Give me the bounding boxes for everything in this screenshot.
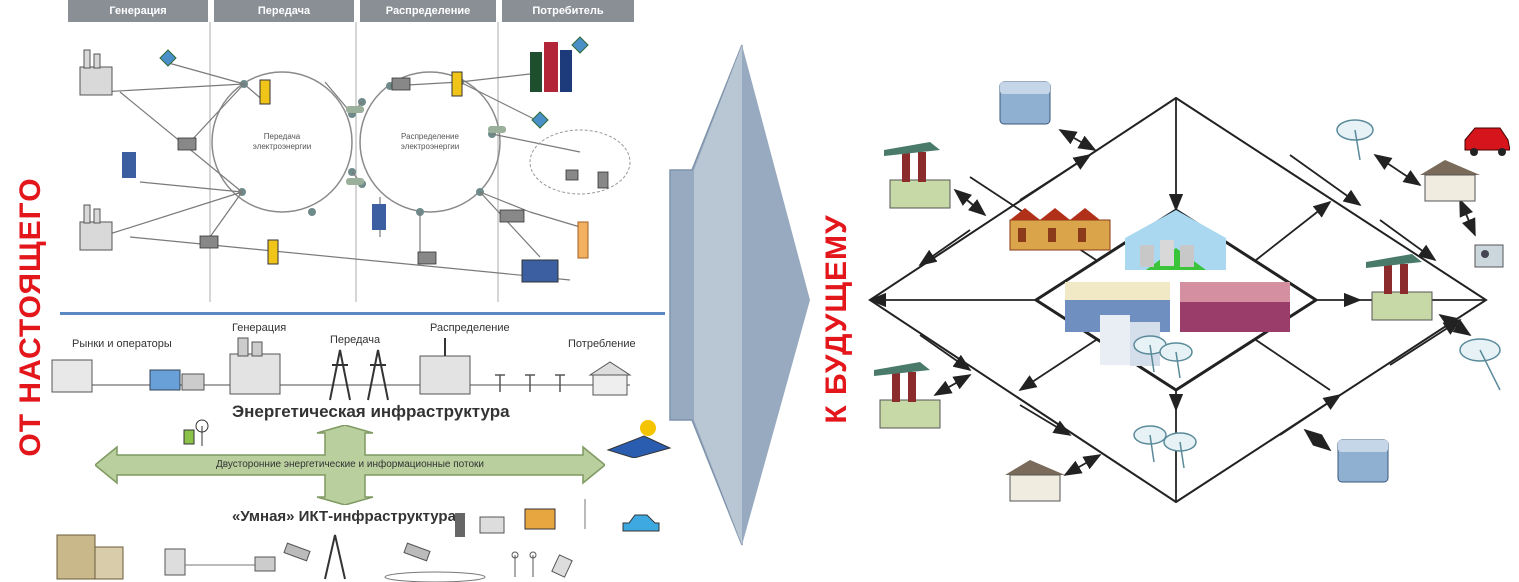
present-title: ОТ НАСТОЯЩЕГО: [14, 177, 47, 457]
house-icons: [1005, 160, 1480, 502]
center-images: [1065, 210, 1290, 366]
two-way-flow-label: Двусторонние энергетические и информацио…: [216, 459, 484, 470]
wind-turbine-icon: [183, 419, 209, 446]
label-consumption: Потребление: [568, 338, 636, 350]
energy-infrastructure-row: [51, 337, 632, 401]
ring-transmission-label-2: электроэнергии: [253, 142, 311, 151]
label-transmission: Передача: [330, 334, 381, 346]
two-way-flow-arrow: [95, 425, 605, 505]
tab-generation: Генерация: [68, 0, 208, 22]
city-buildings-icon: [1009, 208, 1111, 251]
label-generation: Генерация: [232, 322, 287, 334]
electric-car-icon: [1464, 127, 1510, 156]
label-distribution: Распределение: [430, 322, 510, 334]
tab-consumer: Потребитель: [502, 0, 634, 22]
ict-caption: «Умная» ИКТ-инфраструктура: [232, 508, 456, 525]
energy-infrastructure-caption: Энергетическая инфраструктура: [232, 402, 510, 421]
future-title: К БУДУЩЕМУ: [820, 214, 853, 424]
smart-grid-diagram: [868, 81, 1510, 504]
transition-arrow: [669, 44, 810, 546]
solar-panel-icon: [606, 420, 672, 458]
ring-distribution-label: Распределение: [401, 132, 459, 141]
section-divider: [60, 312, 665, 315]
meter-icon: [1474, 244, 1504, 268]
wind-turbine-icons: [1133, 119, 1501, 469]
tab-distribution: Распределение: [360, 0, 496, 22]
ring-transmission-label: Передача: [264, 132, 301, 141]
tab-transmission: Передача: [214, 0, 354, 22]
power-grid-network: Передача электроэнергии Распределение эл…: [79, 22, 631, 302]
ict-infrastructure-row: [56, 499, 660, 582]
data-center-icon: [999, 81, 1389, 483]
factory-icons: [874, 142, 1433, 429]
ring-distribution-label-2: электроэнергии: [401, 142, 459, 151]
label-markets: Рынки и операторы: [72, 338, 172, 350]
left-panel: ОТ НАСТОЯЩЕГО Генерация Передача Распред…: [0, 0, 680, 582]
